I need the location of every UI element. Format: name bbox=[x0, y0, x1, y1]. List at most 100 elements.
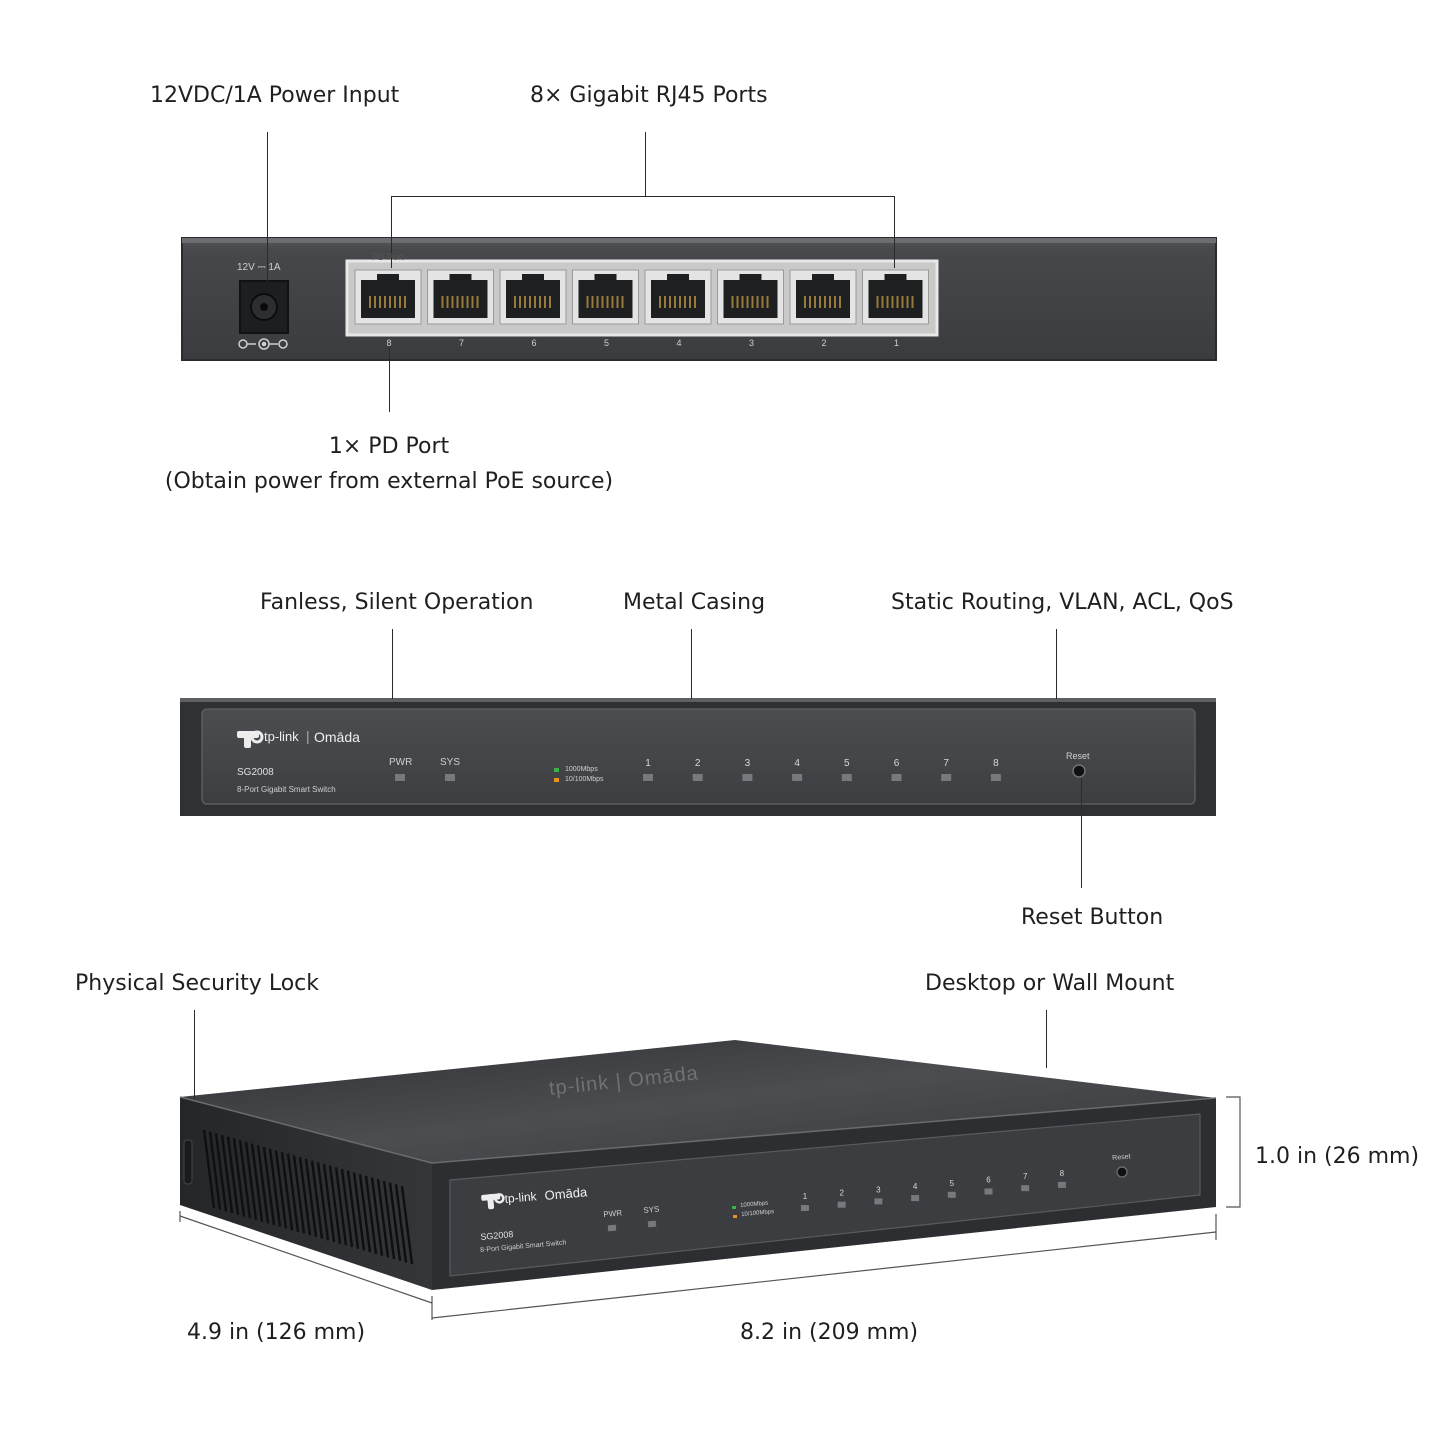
port-led bbox=[891, 774, 902, 781]
fanless-label: Fanless, Silent Operation bbox=[260, 590, 534, 615]
vent-slot bbox=[292, 1155, 306, 1234]
back-panel: 8 7 6 5 4 3 2 1 bbox=[181, 237, 1217, 361]
mount-label: Desktop or Wall Mount bbox=[925, 971, 1175, 996]
ports-bracket-line bbox=[391, 196, 895, 197]
power-input-label: 12VDC/1A Power Input bbox=[150, 83, 400, 108]
vent-slot bbox=[286, 1153, 300, 1232]
port-led bbox=[643, 774, 653, 781]
pd-port-marking: PD Port bbox=[372, 252, 404, 262]
perspective-port-led bbox=[837, 1201, 846, 1208]
back-port-number: 4 bbox=[676, 338, 681, 348]
tp-link-logo-icon bbox=[237, 730, 264, 748]
vent-slot bbox=[226, 1136, 240, 1215]
metal-casing-label: Metal Casing bbox=[623, 590, 766, 615]
pd-port-label: 1× PD Port bbox=[328, 434, 450, 459]
perspective-top-face bbox=[180, 1040, 1216, 1163]
power-marking: 12V ⎓ 1A bbox=[237, 262, 281, 273]
back-port-number: 1 bbox=[894, 338, 899, 348]
front-port-number: 8 bbox=[993, 758, 999, 769]
fanless-leader-line bbox=[392, 629, 393, 699]
vent-slot bbox=[394, 1184, 408, 1263]
perspective-faceplate bbox=[449, 1113, 1201, 1277]
vent-slot bbox=[208, 1131, 222, 1210]
perspective-port-led bbox=[911, 1195, 920, 1202]
perspective-brand-tp-link: tp-link bbox=[504, 1189, 538, 1206]
vent-slot bbox=[316, 1162, 330, 1241]
vent-slot bbox=[346, 1170, 360, 1249]
back-port-number: 5 bbox=[604, 338, 609, 348]
perspective-port-number: 1 bbox=[803, 1192, 808, 1201]
ports-label: 8× Gigabit RJ45 Ports bbox=[530, 83, 768, 108]
back-top-edge bbox=[182, 238, 1216, 243]
rj45-port[interactable] bbox=[354, 269, 422, 325]
front-port-number: 5 bbox=[844, 758, 850, 769]
front-model-desc: 8-Port Gigabit Smart Switch bbox=[237, 785, 336, 794]
perspective-port-number: 7 bbox=[1023, 1172, 1028, 1181]
perspective-edge-highlight bbox=[179, 1096, 1217, 1164]
perspective-legend-orange bbox=[733, 1215, 737, 1218]
vent-slot bbox=[400, 1185, 414, 1265]
perspective-port-number: 6 bbox=[986, 1176, 991, 1185]
front-brand-omada: Omāda bbox=[314, 729, 360, 745]
rj45-port[interactable] bbox=[644, 269, 712, 325]
perspective-port-led bbox=[1021, 1185, 1030, 1192]
reset-button-label: Reset Button bbox=[1021, 905, 1164, 930]
vent-slot bbox=[328, 1165, 342, 1244]
front-legend-100: 10/100Mbps bbox=[565, 776, 604, 783]
rj45-port[interactable] bbox=[717, 269, 784, 325]
port-led bbox=[941, 774, 952, 781]
vent-slot bbox=[304, 1158, 318, 1238]
front-top-edge bbox=[180, 698, 1216, 702]
back-port-number: 2 bbox=[821, 338, 826, 348]
rj45-port[interactable] bbox=[789, 269, 857, 325]
dimension-lines bbox=[179, 1096, 1241, 1320]
port-led bbox=[990, 774, 1001, 781]
security-lock-label: Physical Security Lock bbox=[75, 971, 319, 996]
back-port-number: 3 bbox=[749, 338, 754, 348]
front-reset-label: Reset bbox=[1066, 751, 1090, 761]
vent-slot bbox=[334, 1167, 348, 1246]
front-brand-separator: | bbox=[306, 728, 310, 744]
perspective-reset-button[interactable] bbox=[1116, 1166, 1128, 1178]
height-label: 1.0 in (26 mm) bbox=[1255, 1144, 1420, 1169]
power-leader-line bbox=[267, 132, 268, 282]
vent-slot bbox=[364, 1175, 378, 1255]
polarity-icon bbox=[238, 338, 288, 350]
vent-slot bbox=[310, 1160, 324, 1239]
vent-slot bbox=[382, 1180, 396, 1260]
rj45-port[interactable] bbox=[427, 269, 494, 325]
features-label: Static Routing, VLAN, ACL, QoS bbox=[891, 590, 1234, 615]
vent-slot bbox=[262, 1146, 276, 1226]
perspective-port-led bbox=[984, 1188, 993, 1195]
perspective-port-led bbox=[1057, 1181, 1066, 1188]
ports-leader-line bbox=[645, 132, 646, 196]
front-port-number: 7 bbox=[943, 758, 949, 769]
back-port-group: 8 7 6 5 4 3 2 1 bbox=[354, 269, 929, 348]
ports-bracket-left bbox=[391, 196, 392, 268]
back-port-number: 7 bbox=[459, 338, 464, 348]
back-port-number: 8 bbox=[386, 338, 391, 348]
back-port-number: 6 bbox=[531, 338, 536, 348]
port-led bbox=[841, 774, 852, 781]
vent-slot bbox=[280, 1151, 294, 1231]
rj45-port[interactable] bbox=[499, 269, 567, 325]
vent-slot bbox=[358, 1174, 372, 1253]
ports-bracket-right bbox=[894, 196, 895, 268]
port-led bbox=[692, 774, 703, 781]
power-jack-pin bbox=[260, 303, 268, 311]
front-reset-button[interactable] bbox=[1072, 764, 1086, 778]
width-dimension-line bbox=[431, 1231, 1217, 1319]
rj45-port[interactable] bbox=[862, 269, 929, 325]
security-lock-slot bbox=[183, 1139, 193, 1185]
vent-slot bbox=[244, 1141, 258, 1221]
legend-orange-swatch bbox=[554, 778, 559, 782]
mount-leader-line bbox=[1046, 1010, 1047, 1068]
perspective-legend-green bbox=[732, 1206, 736, 1209]
rj45-port[interactable] bbox=[572, 269, 639, 325]
front-model: SG2008 bbox=[237, 767, 274, 778]
pwr-led bbox=[395, 774, 405, 781]
perspective-port-led bbox=[874, 1198, 883, 1205]
